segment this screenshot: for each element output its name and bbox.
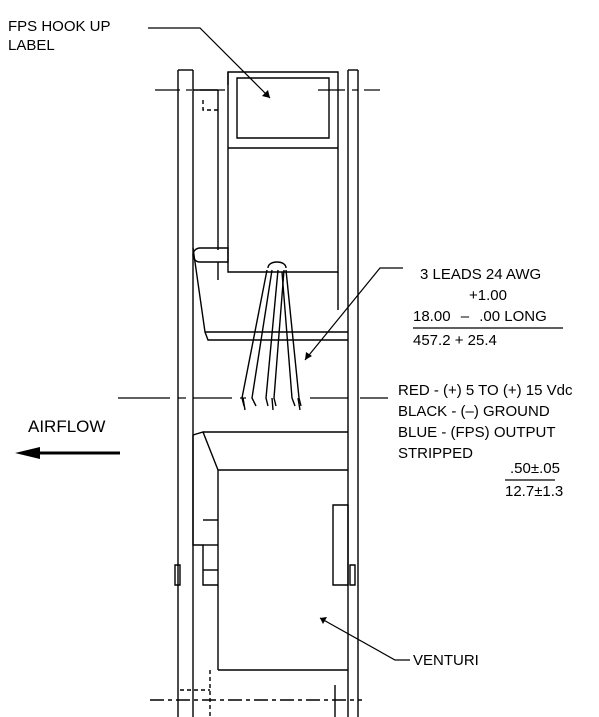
wire-red: RED - (+) 5 TO (+) 15 Vdc bbox=[398, 382, 573, 399]
arrowhead-leads bbox=[305, 352, 312, 360]
lead-wires bbox=[242, 262, 301, 410]
leads-tol-plus: +1.00 bbox=[469, 287, 507, 304]
strip-length-in: .50±.05 bbox=[510, 460, 560, 477]
stripped-label: STRIPPED bbox=[398, 445, 474, 462]
fps-label-title-line1: FPS HOOK UP bbox=[8, 18, 111, 35]
duct-outline bbox=[178, 70, 358, 717]
wire-blue: BLUE - (FPS) OUTPUT bbox=[398, 424, 556, 441]
lower-flange bbox=[150, 670, 362, 717]
wire-black: BLACK - (–) GROUND bbox=[398, 403, 550, 420]
airflow-label: AIRFLOW bbox=[28, 417, 106, 436]
venturi-label: VENTURI bbox=[413, 652, 479, 669]
fps-sensor-body bbox=[193, 72, 348, 340]
fps-hookup-label bbox=[237, 78, 329, 138]
leads-spec: 3 LEADS 24 AWG bbox=[420, 266, 542, 283]
leads-length-value: 18.00 bbox=[413, 308, 451, 325]
strip-length-mm: 12.7±1.3 bbox=[505, 483, 564, 500]
fps-label-title-line2: LABEL bbox=[8, 37, 55, 54]
leader-lines bbox=[148, 28, 410, 660]
upper-flange bbox=[193, 90, 218, 250]
venturi bbox=[175, 432, 355, 670]
arrowhead-label bbox=[262, 90, 270, 98]
mounting-tab bbox=[193, 248, 228, 262]
leads-tol-minus: .00 LONG bbox=[479, 308, 547, 325]
arrowhead-venturi bbox=[320, 617, 327, 624]
leads-length: 18.00 – .00 LONG bbox=[413, 308, 547, 326]
airflow-arrow bbox=[15, 447, 120, 459]
leads-metric: 457.2 + 25.4 bbox=[413, 332, 497, 349]
leads-dash: – bbox=[460, 308, 470, 325]
